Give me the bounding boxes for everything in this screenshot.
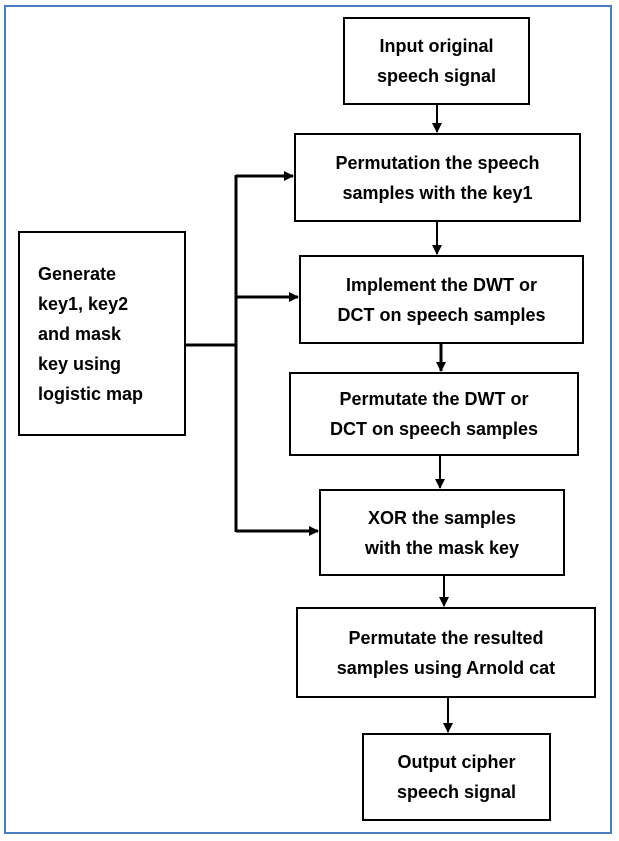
node-key-generation-label: Generate key1, key2 and mask key using l… <box>38 263 144 404</box>
node-xor-mask: XOR the samples with the mask key <box>319 489 565 576</box>
node-permutate-dwt: Permutate the DWT or DCT on speech sampl… <box>289 372 579 456</box>
node-permutation-key1-label: Permutation the speech samples with the … <box>335 152 540 203</box>
node-output: Output cipher speech signal <box>362 733 551 821</box>
node-input-label: Input original speech signal <box>376 36 497 86</box>
node-permutation-key1: Permutation the speech samples with the … <box>294 133 581 222</box>
node-key-generation: Generate key1, key2 and mask key using l… <box>18 231 186 436</box>
node-arnold-cat: Permutate the resulted samples using Arn… <box>296 607 596 698</box>
node-arnold-cat-label: Permutate the resulted samples using Arn… <box>336 627 556 678</box>
node-input: Input original speech signal <box>343 17 530 105</box>
node-output-label: Output cipher speech signal <box>396 752 517 802</box>
node-dwt-dct-label: Implement the DWT or DCT on speech sampl… <box>337 274 546 325</box>
diagram-frame <box>4 5 612 834</box>
node-dwt-dct: Implement the DWT or DCT on speech sampl… <box>299 255 584 344</box>
node-permutate-dwt-label: Permutate the DWT or DCT on speech sampl… <box>329 389 539 439</box>
node-xor-mask-label: XOR the samples with the mask key <box>364 507 520 558</box>
